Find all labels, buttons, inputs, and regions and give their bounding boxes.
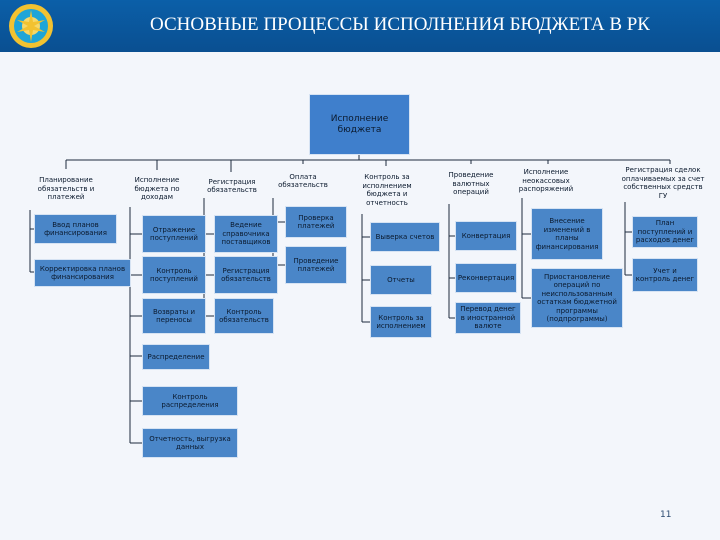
node-reports: Отчеты [370,265,432,295]
node-plan-input: Ввод планов финансирования [34,214,117,244]
page-number: 11 [660,510,672,520]
node-plan-changes: Внесение изменений в планы финансировани… [531,208,603,260]
node-conversion: Конвертация [455,221,517,251]
node-account-reconciliation: Выверка счетов [370,222,440,252]
node-distribution: Распределение [142,344,210,370]
node-currency: Проведение валютных операций [448,171,494,197]
node-payment-check: Проверка платежей [285,206,347,238]
node-plan-correction: Корректировка планов финансирования [34,259,131,287]
node-obligation-control: Контроль обязательств [214,298,274,334]
node-foreign-transfer: Перевод денег в иностранной валюте [455,302,521,334]
node-revenue: Исполнение бюджета по доходам [134,176,180,202]
node-registration: Регистрация обязательств [207,177,257,195]
emblem-icon [9,4,53,48]
node-refunds: Возвраты и переносы [142,298,206,334]
node-own-funds: Регистрация сделок оплачиваемых за счет … [621,166,705,200]
node-payment: Оплата обязательств [278,172,328,190]
node-cash-control: Учет и контроль денег [632,258,698,292]
node-root: Исполнение бюджета [309,94,410,155]
node-noncash: Исполнение неокассовых распоряжений [518,168,574,194]
node-supplier-registry: Ведение справочника поставщиков [214,215,278,253]
node-planning: Планирование обязательств и платежей [37,176,95,202]
node-reporting: Отчетность, выгрузка данных [142,428,238,458]
node-control: Контроль за исполнением бюджета и отчетн… [362,173,412,207]
node-reflection: Отражение поступлений [142,215,206,253]
title-bar: ОСНОВНЫЕ ПРОЦЕССЫ ИСПОЛНЕНИЯ БЮДЖЕТА В Р… [0,0,720,52]
node-cash-plan: План поступлений и расходов денег [632,216,698,248]
node-execution-control: Контроль за исполнением [370,306,432,338]
node-distribution-control: Контроль распределения [142,386,238,416]
page-title: ОСНОВНЫЕ ПРОЦЕССЫ ИСПОЛНЕНИЯ БЮДЖЕТА В Р… [150,14,650,35]
node-suspension: Приостановление операций по неиспользова… [531,268,623,328]
node-payment-processing: Проведение платежей [285,246,347,284]
node-revenue-control: Контроль поступлений [142,256,206,294]
node-reconversion: Реконвертация [455,263,517,293]
node-obligation-registration: Регистрация обязательств [214,256,278,294]
